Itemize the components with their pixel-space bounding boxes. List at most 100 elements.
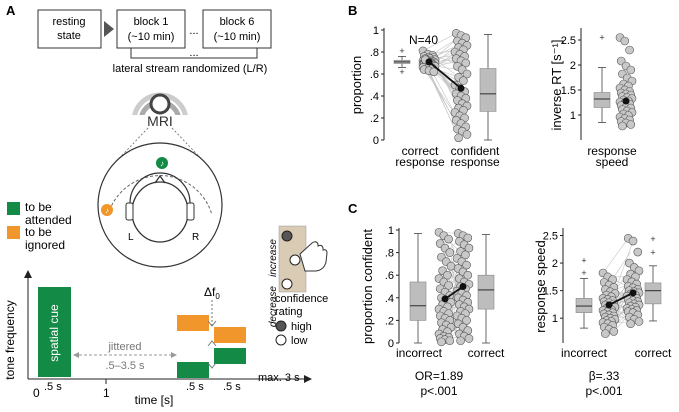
delta-f-arrows — [207, 320, 217, 369]
category-label: incorrect — [396, 346, 443, 360]
decrease-label: decrease — [268, 286, 279, 328]
box — [644, 282, 662, 305]
attended-label-2: attended — [25, 213, 72, 227]
mean-point — [457, 84, 465, 92]
ignored-label-2: ignored — [25, 238, 65, 252]
y-tick-label: 2 — [552, 258, 558, 270]
y-tick-label: 0 — [373, 135, 379, 147]
randomized-label: lateral stream randomized (L/R) — [113, 63, 268, 75]
high-label: high — [291, 321, 312, 333]
low-legend-icon — [275, 334, 287, 346]
block-1-duration: (~10 min) — [128, 31, 175, 43]
data-point — [464, 334, 474, 343]
outlier-marker: + — [581, 268, 586, 278]
y-tick-label: 1 — [570, 110, 576, 122]
outlier-marker: + — [399, 46, 404, 56]
attended-label-1: to be — [25, 200, 52, 214]
category-label: correct — [468, 346, 505, 360]
data-point — [446, 261, 456, 271]
y-axis-label: proportion confident — [360, 229, 375, 344]
data-point — [625, 45, 634, 55]
note-icon-orange: ♪ — [105, 206, 109, 215]
block-6-duration: (~10 min) — [214, 31, 261, 43]
attended-swatch — [7, 202, 20, 215]
category-label: correct — [635, 346, 672, 360]
outlier-marker: + — [650, 248, 655, 258]
c-right-stat-2: p<.001 — [585, 384, 622, 398]
mri-scanner-icon: MRI — [128, 92, 192, 129]
y-arrow-icon — [24, 270, 32, 278]
tick-cue-duration: .5 s — [44, 381, 62, 393]
data-point — [620, 36, 630, 46]
high-button — [281, 230, 293, 242]
attended-tone-1 — [177, 362, 209, 378]
category-label: response — [587, 144, 637, 158]
data-point — [444, 281, 453, 290]
data-point — [459, 76, 468, 85]
tick-1: 1 — [103, 386, 110, 400]
head-icon — [131, 181, 189, 243]
left-headphone-icon — [125, 202, 134, 221]
mean-line — [608, 292, 634, 306]
resting-state-box — [37, 9, 102, 49]
block-6-label: block 6 — [220, 16, 255, 28]
x-arrow-icon — [304, 375, 312, 383]
y-tick-label: .6 — [385, 270, 394, 282]
data-point — [445, 248, 455, 257]
data-point — [462, 260, 471, 270]
panel-c-label: C — [348, 201, 358, 216]
box — [479, 68, 497, 112]
data-point — [454, 133, 463, 143]
spatial-setup: L R ♪ ♪ — [97, 142, 223, 268]
y-tick-label: 0 — [388, 338, 394, 350]
box — [593, 92, 611, 108]
trial-schematic: tone frequency spatial cue jittered .5–3… — [3, 270, 312, 407]
category-label: correct — [402, 144, 439, 158]
y-tick-label: 1 — [373, 25, 379, 37]
dots-between-blocks: ... — [189, 25, 198, 37]
nose-icon — [154, 174, 166, 184]
y-tick-label: 2 — [570, 60, 576, 72]
mean-point — [629, 289, 637, 297]
data-point — [444, 234, 453, 244]
category-label: response — [395, 155, 445, 169]
data-point — [462, 69, 472, 79]
mean-point — [441, 295, 449, 303]
outlier-marker: + — [599, 33, 604, 43]
y-tick-label: .8 — [370, 47, 379, 59]
mean-point — [425, 58, 433, 66]
block-6-box — [202, 9, 272, 49]
data-point — [456, 336, 465, 346]
ear-right-label: R — [192, 232, 199, 243]
arrow-right-icon — [104, 21, 114, 37]
resting-label-1: resting — [52, 16, 85, 28]
dots-bracket: ... — [189, 47, 198, 59]
category-label: incorrect — [561, 346, 608, 360]
pair-line — [602, 238, 629, 274]
data-point — [463, 233, 473, 243]
data-point — [429, 67, 439, 77]
ignored-speaker-icon — [101, 204, 113, 216]
outlier-marker: + — [399, 67, 404, 77]
jittered-label: jittered — [107, 341, 141, 353]
confidence-title-1: confidence — [275, 293, 328, 305]
mean-point — [605, 301, 613, 309]
ignored-tone-2 — [214, 327, 246, 343]
note-icon-green: ♪ — [160, 159, 164, 168]
c-right-stat-1: β=.33 — [589, 369, 620, 383]
box — [409, 281, 427, 321]
tick-tone2-duration: .5 s — [223, 381, 241, 393]
c-left-stat-1: OR=1.89 — [415, 369, 464, 383]
category-label: confident — [451, 144, 500, 158]
y-tick-label: 2.5 — [561, 35, 576, 47]
session-timeline: resting state block 1 (~10 min) ... bloc… — [37, 9, 272, 75]
y-tick-label: 2.5 — [543, 231, 558, 243]
ignored-tone-1 — [177, 315, 209, 331]
delta-f-label: Δf0 — [204, 285, 220, 301]
outlier-marker: + — [650, 234, 655, 244]
box — [477, 274, 495, 310]
confidence-slider: increase decrease confidence rating high… — [268, 225, 328, 347]
